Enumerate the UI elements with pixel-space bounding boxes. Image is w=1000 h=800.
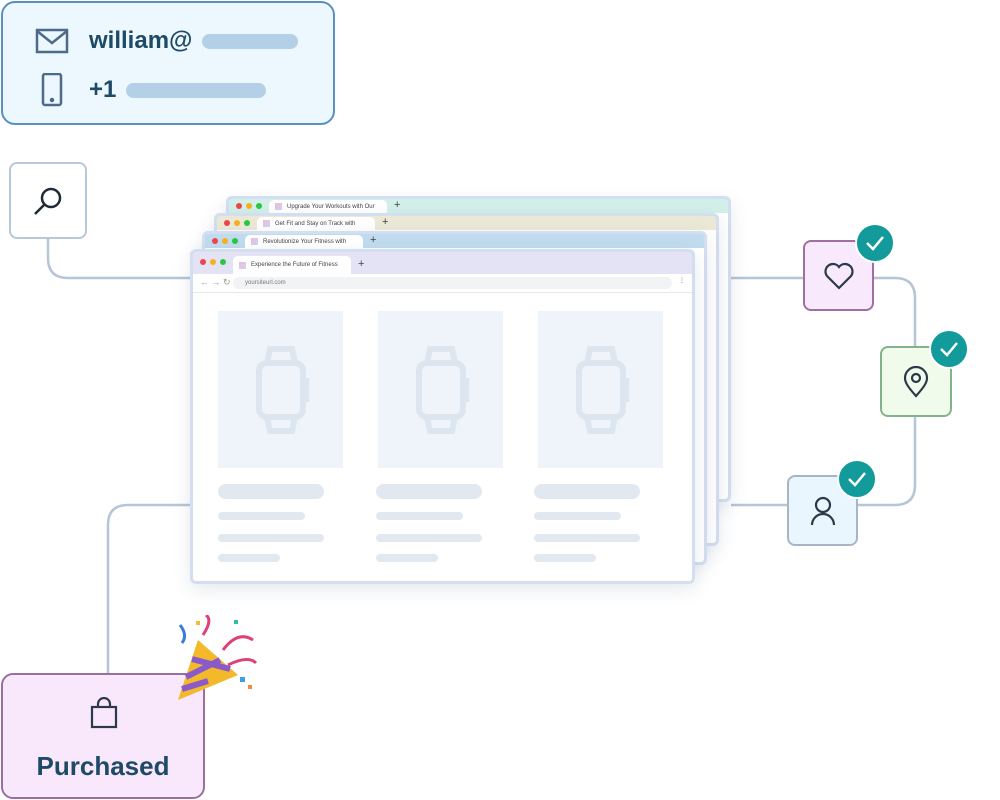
url-field[interactable]: yoursiteurl.com: [233, 277, 672, 289]
email-text: william@: [89, 27, 193, 54]
watch-icon: [255, 345, 309, 434]
nav-arrows-icon[interactable]: ← → ↻: [200, 277, 231, 287]
browser-tab[interactable]: Get Fit and Stay on Track with: [257, 217, 375, 230]
skeleton-bar: [534, 512, 621, 520]
browser-tab-active[interactable]: Experience the Future of Fitness: [233, 256, 351, 274]
menu-icon[interactable]: ⋮: [679, 278, 685, 284]
address-bar: ← → ↻ yoursiteurl.com ⋮: [193, 274, 692, 293]
product-image: [538, 311, 663, 468]
browser-tab[interactable]: Upgrade Your Workouts with Our: [269, 200, 387, 213]
new-tab-button[interactable]: +: [394, 199, 401, 211]
browser-tab[interactable]: Revolutionize Your Fitness with: [245, 235, 363, 248]
skeleton-bar: [376, 512, 463, 520]
phone-icon: [41, 73, 63, 107]
skeleton-bar: [534, 534, 640, 542]
skeleton-bar: [218, 534, 324, 542]
new-tab-button[interactable]: +: [382, 216, 389, 228]
check-icon: [855, 223, 895, 263]
product-image: [218, 311, 343, 468]
skeleton-bar: [218, 484, 324, 499]
skeleton-bar: [218, 512, 305, 520]
location-pin-icon: [903, 365, 929, 398]
watch-icon: [415, 345, 469, 434]
product-image: [378, 311, 503, 468]
skeleton-bar: [218, 554, 280, 562]
purchased-node: Purchased: [1, 673, 205, 799]
shopping-bag-icon: [90, 697, 118, 729]
contact-card: william@ +1: [1, 1, 335, 125]
skeleton-bar: [376, 554, 438, 562]
skeleton-bar: [534, 484, 640, 499]
mail-icon: [35, 28, 69, 54]
browser-window-main: Experience the Future of Fitness + ← → ↻ …: [190, 249, 695, 584]
new-tab-button[interactable]: +: [358, 258, 365, 270]
skeleton-bar: [376, 484, 482, 499]
search-icon: [34, 187, 62, 215]
user-node: [787, 475, 858, 546]
skeleton-bar: [376, 534, 482, 542]
email-placeholder-bar: [202, 33, 299, 49]
heart-icon: [823, 262, 854, 290]
check-icon: [837, 459, 877, 499]
party-popper-icon: [178, 615, 258, 700]
phone-text: +1: [89, 76, 117, 103]
search-node: [9, 162, 87, 239]
skeleton-bar: [534, 554, 596, 562]
check-icon: [929, 329, 969, 369]
new-tab-button[interactable]: +: [370, 234, 377, 246]
phone-placeholder-bar: [126, 82, 267, 98]
purchased-label: Purchased: [36, 751, 170, 781]
watch-icon: [575, 345, 629, 434]
user-icon: [810, 496, 835, 525]
